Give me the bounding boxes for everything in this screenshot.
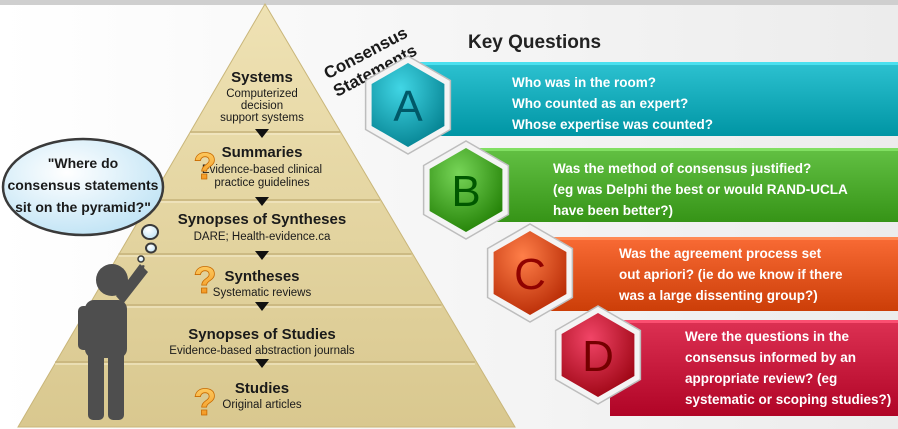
question-banner-d: D Were the questions in the consensus info… bbox=[554, 305, 898, 416]
hexagon-badge bbox=[493, 231, 567, 315]
question-text-line: consensus informed by an bbox=[685, 350, 856, 365]
hexagon-badge bbox=[429, 148, 503, 232]
pyramid-level-subtitle: Evidence-based clinical bbox=[202, 164, 322, 176]
question-text-line: out apriori? (ie do we know if there bbox=[619, 267, 843, 282]
question-text-line: Was the agreement process set bbox=[619, 246, 822, 261]
hexagon-letter: B bbox=[451, 167, 480, 216]
question-band-highlight bbox=[420, 62, 898, 65]
question-band-highlight bbox=[542, 237, 898, 240]
question-mark-glyph: ? bbox=[193, 146, 216, 188]
question-band bbox=[610, 320, 898, 416]
question-text-line: Were the questions in the bbox=[685, 329, 850, 344]
thinking-person-icon bbox=[78, 264, 148, 420]
hexagon-letter: C bbox=[514, 250, 546, 299]
pyramid-level-title: Syntheses bbox=[224, 268, 299, 285]
question-mark-icon: ? bbox=[193, 382, 217, 425]
question-text-line: was a large dissenting group?) bbox=[618, 288, 818, 303]
thought-bubble-line: sit on the pyramid?" bbox=[15, 199, 151, 215]
question-mark-glyph: ? bbox=[193, 260, 216, 302]
question-text-line: systematic or scoping studies?) bbox=[685, 392, 891, 407]
pyramid-level-title: Synopses of Syntheses bbox=[178, 211, 346, 228]
pyramid-level-subtitle: decision bbox=[241, 100, 283, 112]
pyramid-level-subtitle: Evidence-based abstraction journals bbox=[169, 345, 355, 357]
down-arrow-icon bbox=[255, 197, 269, 206]
pyramid-level-title: Systems bbox=[231, 69, 293, 86]
question-band bbox=[478, 148, 898, 222]
question-banner-c: C Was the agreement process set out aprior… bbox=[486, 223, 898, 323]
down-arrow-icon bbox=[255, 251, 269, 260]
question-text-line: (eg was Delphi the best or would RAND-UC… bbox=[553, 182, 848, 197]
pyramid-level-title: Synopses of Studies bbox=[188, 326, 336, 343]
pyramid-level-subtitle: Systematic reviews bbox=[213, 287, 312, 299]
question-band bbox=[420, 62, 898, 136]
thought-bubble-line: "Where do bbox=[48, 155, 118, 171]
question-text-line: Who counted as an expert? bbox=[512, 96, 688, 111]
hexagon-letter: D bbox=[582, 332, 614, 381]
question-text-line: Was the method of consensus justified? bbox=[553, 161, 811, 176]
pyramid-level-subtitle: Original articles bbox=[222, 399, 301, 411]
pyramid-level-subtitle: Computerized bbox=[226, 88, 298, 100]
question-banner-b: B Was the method of consensus justified? (… bbox=[422, 140, 898, 240]
key-questions-title: Key Questions bbox=[468, 32, 601, 53]
question-band bbox=[542, 237, 898, 311]
pyramid-level-title: Summaries bbox=[222, 144, 303, 161]
question-banner-a: A Who was in the room? Who counted as an e… bbox=[364, 55, 898, 155]
question-text-line: have been better?) bbox=[553, 203, 673, 218]
question-mark-glyph: ? bbox=[193, 382, 216, 424]
hexagon-letter: A bbox=[393, 82, 423, 131]
question-mark-icon: ? bbox=[193, 260, 217, 303]
thought-bubble-line: consensus statements bbox=[8, 177, 159, 193]
down-arrow-icon bbox=[255, 359, 269, 368]
question-text-line: appropriate review? (eg bbox=[685, 371, 837, 386]
question-mark-icon: ? bbox=[193, 146, 217, 189]
down-arrow-icon bbox=[255, 302, 269, 311]
question-banners: A Who was in the room? Who counted as an e… bbox=[364, 55, 898, 416]
pyramid-level-subtitle: support systems bbox=[220, 112, 304, 124]
pyramid-level-subtitle: DARE; Health-evidence.ca bbox=[194, 231, 331, 243]
question-band-highlight bbox=[610, 320, 898, 323]
down-arrow-icon bbox=[255, 129, 269, 138]
pyramid-level-subtitle: practice guidelines bbox=[214, 177, 310, 189]
question-text-line: Whose expertise was counted? bbox=[512, 117, 713, 132]
hexagon-badge bbox=[371, 63, 445, 147]
hexagon-badge bbox=[561, 313, 635, 397]
pyramid-level-title: Studies bbox=[235, 380, 289, 397]
top-border bbox=[0, 0, 898, 5]
question-band-highlight bbox=[478, 148, 898, 151]
question-text-line: Who was in the room? bbox=[512, 75, 656, 90]
thought-bubble: "Where do consensus statements sit on th… bbox=[1, 137, 165, 263]
